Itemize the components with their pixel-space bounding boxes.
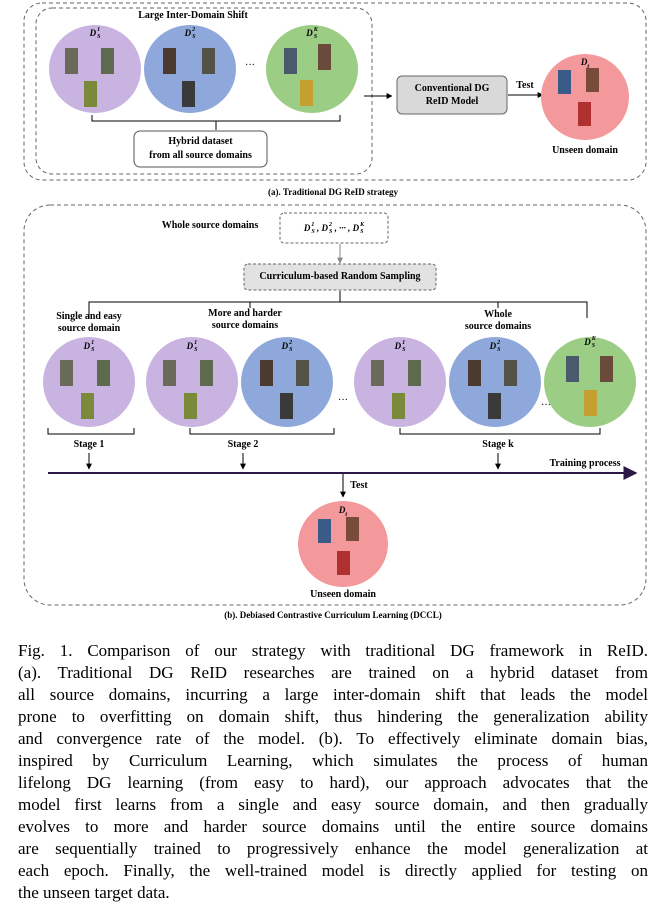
- hybrid-bracket: [91, 115, 341, 130]
- test-label-b: Test: [350, 480, 368, 491]
- group1-title-line2: source domain: [57, 323, 121, 334]
- model-box: [396, 75, 508, 115]
- unseen-label-a: Unseen domain: [552, 145, 618, 156]
- model-box-line1: Conventional DG: [414, 83, 490, 94]
- g2-circle-2: [241, 337, 333, 427]
- stage1-label: Stage 1: [73, 439, 105, 450]
- g2-circle-1: [146, 337, 238, 427]
- group2-title-line2: source domains: [211, 320, 279, 331]
- person-thumbs-b: [60, 356, 613, 419]
- group1-title-line1: Single and easy: [56, 311, 122, 322]
- g3-circle-2: [449, 337, 541, 427]
- stage-brackets: [47, 428, 601, 435]
- caption-line: all source domains, incurring a large in…: [18, 685, 648, 704]
- g3-circle-1: [354, 337, 446, 427]
- whole-source-label: Whole source domains: [161, 220, 259, 231]
- caption-line: the unseen target data.: [18, 883, 170, 902]
- hybrid-box-line1: Hybrid dataset: [168, 136, 233, 147]
- panel-a-source-box: [35, 7, 373, 175]
- ellipsis-a: ···: [245, 60, 255, 71]
- model-box-line2: ReID Model: [425, 96, 479, 107]
- caption-line: model first learns from a single and eas…: [18, 795, 648, 814]
- training-process-label: Training process: [549, 458, 621, 469]
- caption-line: each epoch. Finally, the well-trained mo…: [18, 861, 648, 880]
- stagek-label: Stage k: [482, 439, 514, 450]
- target-domain-label-a: Dt: [580, 57, 590, 70]
- caption-line: lifelong DG learning (from easy to hard)…: [18, 773, 648, 792]
- domain-circle-2: [144, 25, 236, 113]
- sampling-box: [243, 263, 437, 291]
- panel-a-caption: (a). Traditional DG ReID strategy: [268, 187, 398, 197]
- domain-set-box: [279, 212, 389, 244]
- sampling-box-label: Curriculum-based Random Sampling: [259, 271, 421, 282]
- unseen-label-b: Unseen domain: [310, 589, 376, 600]
- caption-line: are sequentially trained to progressivel…: [18, 839, 648, 858]
- caption-line: and convergence rate of the model. (b). …: [18, 729, 648, 748]
- group3-title-line2: source domains: [464, 321, 532, 332]
- panel-a-title: Large Inter-Domain Shift: [138, 10, 248, 21]
- hybrid-box-line2: from all source domains: [149, 150, 252, 161]
- group3-title-line1: Whole: [484, 309, 512, 320]
- sampling-branches: [88, 291, 588, 318]
- stage2-label: Stage 2: [227, 439, 259, 450]
- ellipsis-b2: ···: [541, 400, 551, 411]
- target-domain-label-b: Dt: [338, 505, 348, 518]
- caption-line: evolves to more and harder source domain…: [18, 817, 648, 836]
- caption-line: (a). Traditional DG ReID researches are …: [18, 663, 648, 682]
- caption-line: prone to overfitting on domain shift, th…: [18, 707, 648, 726]
- caption-line: Fig. 1. Comparison of our strategy with …: [18, 641, 648, 660]
- domain-circle-k: [266, 25, 358, 113]
- domain-circle-1: [49, 25, 141, 113]
- panel-b-border: [23, 204, 647, 606]
- group2-title-line1: More and harder: [208, 308, 282, 319]
- test-label-a: Test: [516, 80, 534, 91]
- panel-b-caption: (b). Debiased Contrastive Curriculum Lea…: [224, 610, 442, 620]
- ellipsis-b1: ···: [338, 395, 348, 406]
- g1-circle-1: [43, 337, 135, 427]
- caption-line: inspired by Curriculum Learning, which s…: [18, 751, 648, 770]
- hybrid-box: [133, 130, 268, 168]
